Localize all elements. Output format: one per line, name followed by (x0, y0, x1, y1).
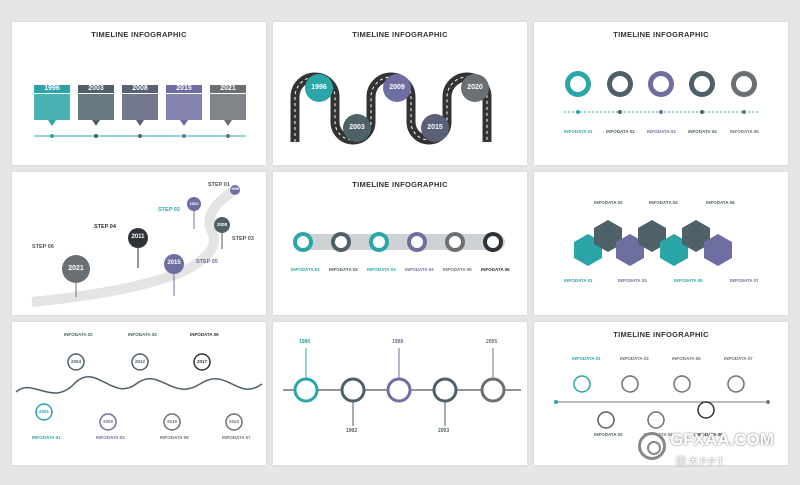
step-label: STEP 03 (232, 236, 254, 242)
watermark: GFXAA.COM 图大PPT (636, 428, 792, 472)
year-label: 2004 (70, 359, 81, 364)
watermark-subtext: 图大PPT (676, 457, 726, 468)
box-2015 (166, 85, 202, 126)
info-label: INFODATA 02 (594, 432, 623, 437)
info-label: INFODATA 01 (564, 278, 593, 283)
info-label: INFODATA 03 (620, 356, 649, 361)
info-label: INFODATA 04 (688, 129, 717, 134)
year-label: 1996 (311, 84, 327, 91)
year-label: 2005 (486, 339, 498, 345)
info-label: INFODATA 03 (96, 435, 125, 440)
info-label: INFODATA 01 (564, 129, 593, 134)
info-label: INFODATA 01 (32, 435, 61, 440)
info-label: INFODATA 06 (694, 432, 723, 437)
branch-timeline (554, 375, 770, 429)
pin-row (564, 71, 758, 114)
slide-8[interactable]: 1986 1998 2005 1992 2003 (273, 322, 527, 465)
slide-title: TIMELINE INFOGRAPHIC (613, 330, 709, 339)
slide-title: TIMELINE INFOGRAPHIC (352, 180, 448, 189)
info-label: INFODATA 05 (674, 278, 703, 283)
year-label: 1992 (346, 428, 358, 434)
year-label: 2015 (427, 124, 443, 131)
year-label: 2003 (438, 428, 450, 434)
timeline-boxes (34, 85, 246, 138)
year-label: 2008 (132, 85, 148, 92)
slide-5[interactable]: TIMELINE INFOGRAPHIC INFODATA 01 INFODAT… (273, 172, 527, 315)
year-label: 2022 (228, 419, 239, 424)
slide-7[interactable]: INFODATA 02 INFODATA 04 INFODATA 06 2004… (12, 322, 266, 465)
year-label: 1996 (231, 187, 239, 191)
info-label: INFODATA 02 (64, 332, 93, 337)
info-label: INFODATA 02 (594, 200, 623, 205)
info-label: INFODATA 02 (606, 129, 635, 134)
step-label: STEP 05 (196, 259, 218, 265)
year-label: 2021 (68, 265, 84, 272)
chain-links (293, 232, 505, 252)
year-label: 2021 (220, 85, 236, 92)
slide-title: TIMELINE INFOGRAPHIC (91, 30, 187, 39)
info-label: INFODATA 03 (647, 129, 676, 134)
slide-1[interactable]: TIMELINE INFOGRAPHIC 1996 2003 2008 2015… (12, 22, 266, 165)
info-label: INFODATA 05 (672, 356, 701, 361)
year-label: 2015 (176, 85, 192, 92)
wave-timeline (15, 353, 263, 431)
box-2021 (210, 85, 246, 126)
year-label: 2003 (88, 85, 104, 92)
info-label: INFODATA 03 (367, 267, 396, 272)
box-1996 (34, 85, 70, 126)
slide-3[interactable]: TIMELINE INFOGRAPHIC INFODATA 01 INFODAT… (534, 22, 788, 165)
info-label: INFODATA 04 (649, 200, 678, 205)
year-label: 1998 (392, 339, 404, 345)
year-label: 2001 (38, 409, 49, 414)
slide-title: TIMELINE INFOGRAPHIC (613, 30, 709, 39)
info-label: INFODATA 07 (730, 278, 759, 283)
road-pins (31, 185, 240, 307)
info-label: INFODATA 01 (291, 267, 320, 272)
year-label: 2015 (167, 260, 181, 266)
info-label: INFODATA 07 (222, 435, 251, 440)
circle-timeline (283, 348, 521, 426)
year-label: 1996 (44, 85, 60, 92)
info-label: INFODATA 05 (730, 129, 759, 134)
year-label: 2002 (189, 201, 199, 206)
slide-title: TIMELINE INFOGRAPHIC (352, 30, 448, 39)
year-label: 1986 (299, 339, 311, 345)
year-label: 2009 (102, 419, 113, 424)
step-label: STEP 01 (208, 182, 230, 188)
box-2008 (122, 85, 158, 126)
slide-2[interactable]: TIMELINE INFOGRAPHIC 1996 2003 2009 2015… (273, 22, 527, 165)
watermark-logo-icon (638, 432, 666, 460)
slide-6[interactable]: INFODATA 02 INFODATA 04 INFODATA 06 INFO… (534, 172, 788, 315)
info-label: INFODATA 04 (405, 267, 434, 272)
hexagon-row (574, 220, 732, 266)
info-label: INFODATA 01 (572, 356, 601, 361)
info-label: INFODATA 06 (190, 332, 219, 337)
step-label: STEP 02 (158, 207, 180, 213)
year-label: 2012 (134, 359, 145, 364)
year-label: 2003 (349, 124, 365, 131)
year-label: 2020 (467, 84, 483, 91)
box-2003 (78, 85, 114, 126)
step-label: STEP 04 (94, 224, 116, 230)
info-label: INFODATA 03 (618, 278, 647, 283)
year-label: 2009 (389, 84, 405, 91)
info-label: INFODATA 05 (160, 435, 189, 440)
year-label: 2015 (166, 419, 177, 424)
year-label: 2017 (196, 359, 207, 364)
info-label: INFODATA 05 (443, 267, 472, 272)
slide-4[interactable]: STEP 06 STEP 04 STEP 02 STEP 01 STEP 03 … (12, 172, 266, 315)
watermark-text: GFXAA.COM (670, 430, 774, 449)
info-label: INFODATA 04 (128, 332, 157, 337)
info-label: INFODATA 02 (329, 267, 358, 272)
step-label: STEP 06 (32, 244, 54, 250)
winding-road (290, 72, 492, 145)
info-label: INFODATA 07 (724, 356, 753, 361)
year-label: 2011 (131, 234, 145, 240)
info-label: INFODATA 06 (706, 200, 735, 205)
info-label: INFODATA 06 (481, 267, 510, 272)
year-label: 2008 (216, 222, 227, 227)
